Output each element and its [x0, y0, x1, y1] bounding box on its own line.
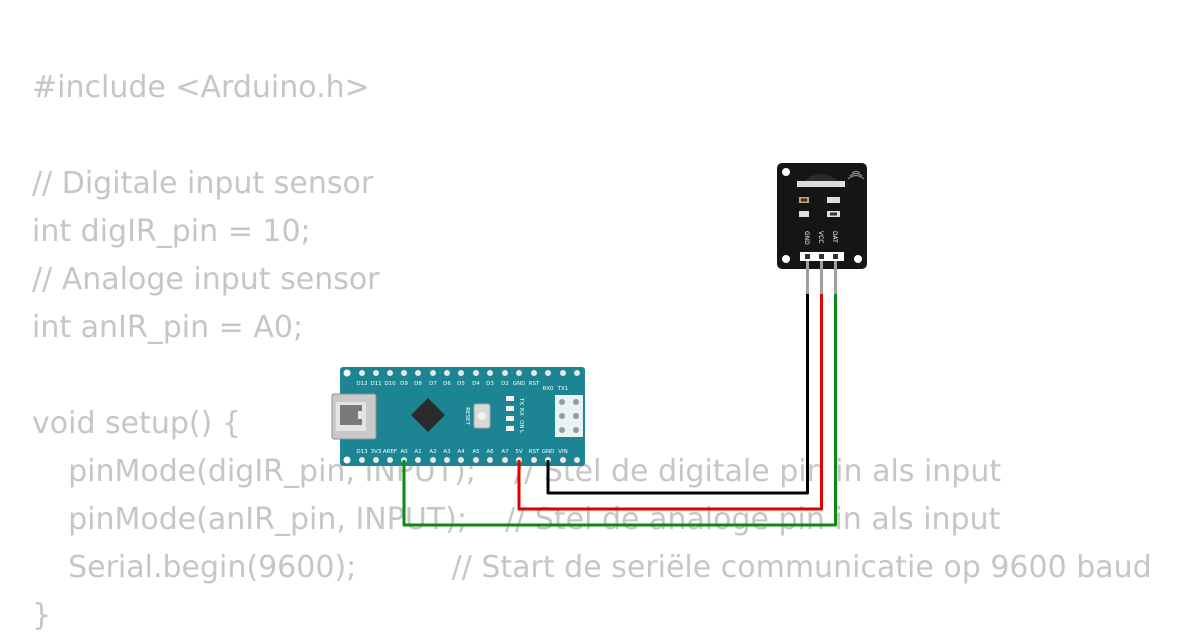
- pin-label: D3: [486, 381, 494, 387]
- smd-marking: [830, 212, 837, 216]
- pin-label: D8: [414, 381, 422, 387]
- reset-label: RESET: [464, 407, 470, 425]
- wire-vcc[interactable]: [517, 294, 823, 511]
- pin-label: D2: [501, 381, 509, 387]
- ir-receiver-base: [797, 181, 845, 187]
- pin-label-gnd: GND: [803, 231, 810, 245]
- pin-label: A3: [443, 449, 451, 455]
- top-pin-labels: D12 D11 D10 D9 D8 D7 D6 D5 D4 D3 D2 GND …: [356, 381, 568, 392]
- code-line: void setup() {: [32, 406, 241, 441]
- code-line: pinMode(digIR_pin, INPUT); // Stel de di…: [49, 454, 1002, 489]
- pin-label: A6: [486, 449, 494, 455]
- sensor-board: [777, 163, 867, 269]
- pin-label: A0: [400, 449, 408, 455]
- ir-receiver: [804, 174, 838, 181]
- reset-button-cap: [478, 412, 486, 420]
- bottom-pin-labels: D13 3V3 AREF A0 A1 A2 A3 A4 A5 A6 A7 5V …: [356, 449, 567, 455]
- pin-label: RST: [529, 449, 540, 455]
- pin-label: RX0: [542, 386, 554, 392]
- wire-signal[interactable]: [402, 294, 837, 527]
- pin-label: GND: [542, 449, 555, 455]
- mount-hole: [782, 168, 790, 176]
- top-header: [343, 369, 580, 377]
- code-line: }: [32, 598, 52, 633]
- code-line: pinMode(anIR_pin, INPUT); // Stel de ana…: [49, 502, 1001, 537]
- smd-component: [827, 197, 840, 203]
- pin-label: 5V: [515, 449, 522, 455]
- pin-label: VIN: [558, 449, 568, 455]
- microcontroller-chip: [411, 398, 445, 432]
- code-line: Serial.begin(9600); // Start de seriële …: [49, 550, 1152, 585]
- code-line: #include <Arduino.h>: [32, 70, 370, 105]
- pin-label: RST: [529, 381, 540, 387]
- pin-label: D12: [356, 381, 367, 387]
- pin-leg-vcc: [820, 261, 823, 294]
- code-line: // Analoge input sensor: [32, 262, 380, 297]
- code-line: int digIR_pin = 10;: [32, 214, 311, 249]
- wire-gnd[interactable]: [546, 294, 809, 495]
- signal-waves-icon: [847, 171, 865, 180]
- pin-label: D4: [472, 381, 480, 387]
- pin-label: D6: [443, 381, 451, 387]
- mount-hole: [782, 255, 790, 263]
- mount-hole: [854, 255, 862, 263]
- code-line: int anIR_pin = A0;: [32, 310, 304, 345]
- smd-component: [799, 211, 809, 217]
- led-label-tx: TX: [518, 397, 524, 405]
- pin-label: D10: [384, 381, 396, 387]
- pin-label: A5: [472, 449, 480, 455]
- led-label-l: L: [518, 430, 524, 434]
- led-label-rx: RX: [518, 408, 524, 416]
- pin-label: A1: [414, 449, 421, 455]
- icsp-header: [555, 395, 583, 437]
- ir-sensor-module[interactable]: GND VCC DAT: [777, 163, 867, 294]
- pin-label: A7: [501, 449, 509, 455]
- pin-label-dat: DAT: [831, 231, 838, 243]
- status-leds: TX RX ON L: [506, 396, 524, 434]
- pin-label: AREF: [383, 449, 397, 455]
- sensor-pin-labels: GND VCC DAT: [803, 231, 838, 245]
- pin-label: A4: [457, 449, 465, 455]
- code-line: // Digitale input sensor: [32, 166, 374, 201]
- pin-leg-dat: [834, 261, 837, 294]
- pin-label: D11: [370, 381, 381, 387]
- pin-label: 3V3: [371, 449, 382, 455]
- pin-label: D9: [400, 381, 408, 387]
- led-label-on: ON: [518, 420, 524, 428]
- pin-leg-gnd: [806, 261, 809, 294]
- pin-label: GND: [513, 381, 526, 387]
- pin-label-vcc: VCC: [817, 231, 824, 243]
- smd-marking: [801, 198, 807, 202]
- pin-label: A2: [429, 449, 436, 455]
- pin-label: D13: [356, 449, 368, 455]
- pin-label: TX1: [557, 386, 569, 392]
- arduino-board: [340, 367, 585, 466]
- usb-port-icon: [340, 405, 362, 425]
- pin-label: D7: [429, 381, 437, 387]
- arduino-nano[interactable]: RESET TX RX ON L: [331, 367, 585, 466]
- pin-label: D5: [457, 381, 465, 387]
